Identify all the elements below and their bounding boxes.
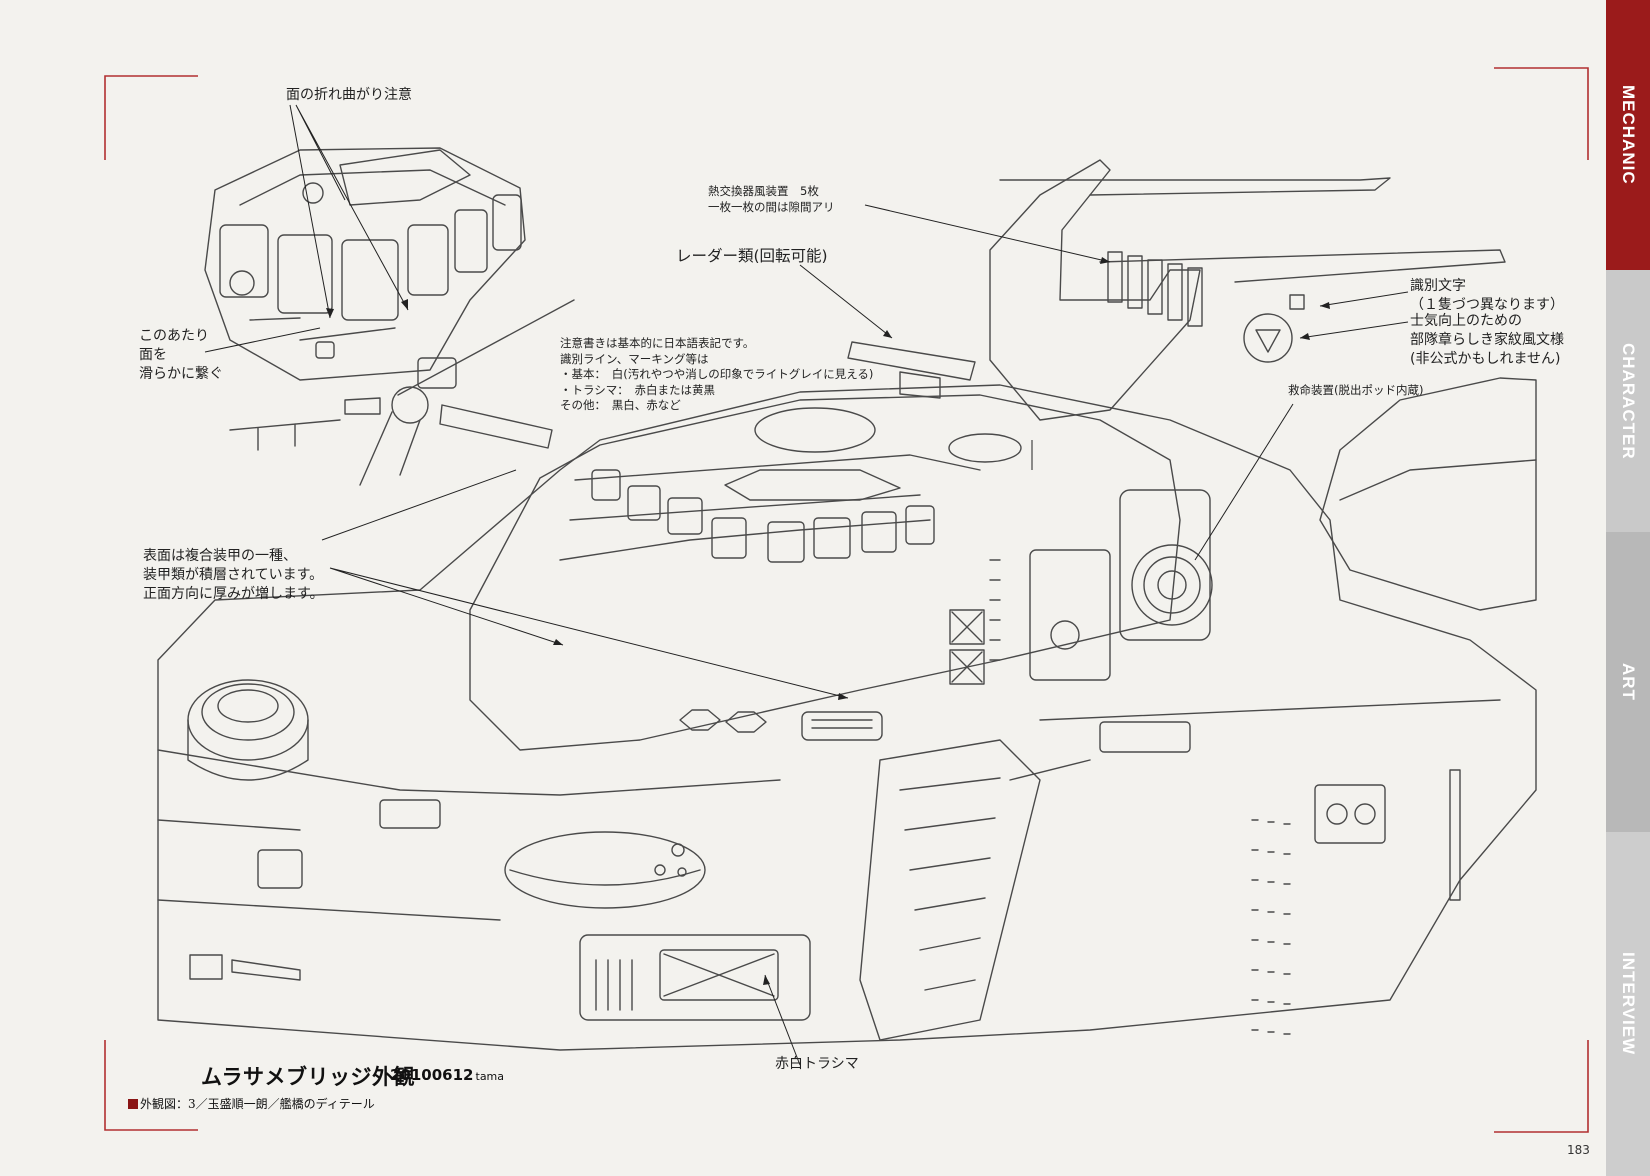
chapter-tabs: MECHANIC CHARACTER ART INTERVIEW [1606, 0, 1650, 1176]
tab-character[interactable]: CHARACTER [1606, 270, 1650, 532]
page-title: ムラサメブリッジ外観 [201, 1065, 415, 1089]
tab-art[interactable]: ART [1606, 532, 1650, 832]
annotation-armor: 表面は複合装甲の一種、 装甲類が積層されています。 正面方向に厚みが増します。 [143, 548, 324, 602]
annotation-radar: レーダー類(回転可能) [676, 247, 828, 265]
annotation-emblem: 士気向上のための 部隊章らしき家紋風文様 (非公式かもしれません) [1410, 313, 1564, 367]
caption: 外観図：3／玉盛順一朗／艦橋のディテール [128, 1095, 375, 1112]
annotation-stripe: 赤白トラシマ [775, 1056, 859, 1072]
annotation-identifier: 識別文字 （１隻づつ異なります） [1410, 278, 1564, 313]
tab-mechanic[interactable]: MECHANIC [1606, 0, 1650, 270]
annotation-marking-notes: 注意書きは基本的に日本語表記です。 識別ライン、マーキング等は ・基本： 白(汚… [560, 336, 874, 412]
annotation-fold: 面の折れ曲がり注意 [286, 87, 412, 103]
date: 20100612 [390, 1066, 474, 1084]
page-number: 183 [1567, 1143, 1590, 1157]
annotation-heat-exchanger: 熱交換器風装置 5枚 一枚一枚の間は隙間アリ [708, 184, 835, 214]
caption-marker-icon [128, 1098, 138, 1109]
annotation-lifeboat: 救命装置(脱出ポッド内蔵) [1288, 383, 1424, 397]
tab-interview[interactable]: INTERVIEW [1606, 832, 1650, 1176]
caption-text: 外観図：3／玉盛順一朗／艦橋のディテール [140, 1097, 375, 1111]
annotation-smooth: このあたり 面を 滑らかに繋ぐ [139, 328, 223, 382]
author: tama [475, 1070, 505, 1083]
